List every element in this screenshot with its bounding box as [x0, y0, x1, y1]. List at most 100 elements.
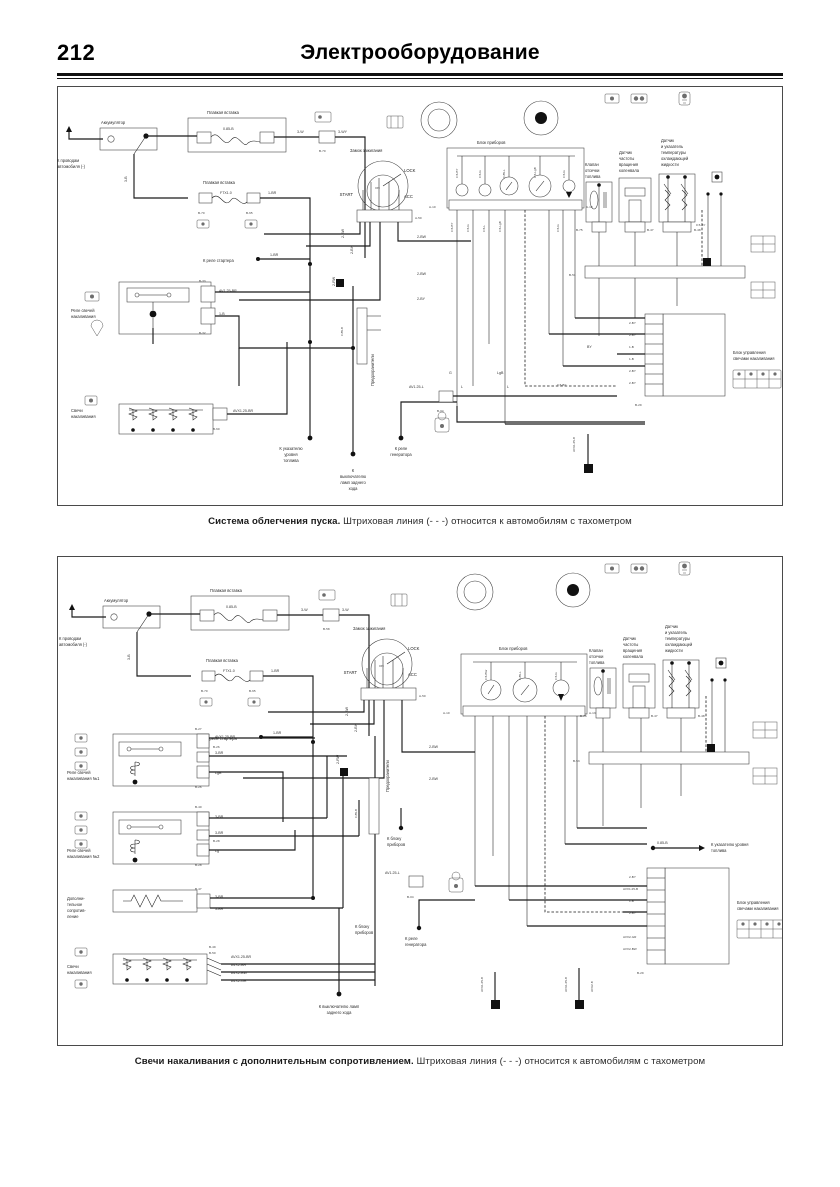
- svg-text:2-BY: 2-BY: [354, 723, 358, 732]
- switch-pos-start: START: [340, 192, 354, 197]
- svg-text:A-13: A-13: [589, 711, 596, 715]
- svg-text:AVX2-GR: AVX2-GR: [623, 935, 637, 939]
- connector-icon-group-top: [604, 91, 691, 106]
- glow-plug-relay: Реле свечей накаливания B-33 B-32 AV1.25…: [71, 279, 237, 337]
- svg-text:B-29: B-29: [637, 971, 644, 975]
- svg-text:частоты: частоты: [619, 156, 634, 161]
- svg-text:B-58: B-58: [323, 627, 330, 631]
- svg-text:2-BW: 2-BW: [417, 272, 427, 276]
- svg-text:сопротив-: сопротив-: [67, 908, 86, 913]
- svg-text:2-BW: 2-BW: [341, 228, 345, 238]
- label-to-fuel-level-gauge: топлива: [283, 458, 299, 463]
- svg-text:Датчик: Датчик: [623, 636, 636, 641]
- crank-speed-sensor: Датчик частоты вращения коленвала B-47: [618, 150, 654, 233]
- label-to-starter-relay: К реле стартера: [203, 258, 234, 263]
- control-unit-pinout-icon: [732, 369, 782, 389]
- svg-text:B-28: B-28: [195, 863, 202, 867]
- switch-pos-acc: ACC: [408, 672, 417, 677]
- svg-text:2-BY: 2-BY: [417, 297, 426, 301]
- svg-text:1-BR: 1-BR: [268, 191, 277, 195]
- svg-text:B-04: B-04: [407, 895, 414, 899]
- svg-text:B-75: B-75: [580, 714, 587, 718]
- svg-text:К указателю уровня: К указателю уровня: [711, 842, 749, 847]
- battery-symbol: [102, 605, 161, 633]
- svg-text:2-BY: 2-BY: [629, 911, 636, 915]
- label-ignition-lock: Замок зажигания: [350, 148, 382, 153]
- svg-text:охлаждающей: охлаждающей: [665, 642, 692, 647]
- ignition-lock: Замок зажигания LOCK START ACC ON A-50: [340, 115, 422, 223]
- svg-text:AVX2-BW: AVX2-BW: [231, 971, 248, 975]
- svg-text:L: L: [461, 385, 463, 389]
- svg-text:A-50: A-50: [415, 216, 422, 220]
- label-fusible-link-1: Плавкая вставка: [207, 110, 240, 115]
- svg-text:3-W: 3-W: [297, 130, 304, 134]
- header-rule-thin: [57, 78, 783, 79]
- label-fuse-box: Предохранители: [370, 354, 375, 386]
- svg-text:Блок управления: Блок управления: [733, 350, 766, 355]
- svg-text:B-65: B-65: [246, 211, 253, 215]
- svg-text:AV1.25-L: AV1.25-L: [409, 385, 424, 389]
- wiring-diagram-glow-plug-resistor: Аккумулятор К проводам автомобиля (-) Пл…: [59, 561, 783, 1015]
- svg-text:Клапан: Клапан: [589, 648, 603, 653]
- svg-text:B-33: B-33: [199, 279, 206, 283]
- svg-text:приборов: приборов: [355, 930, 373, 935]
- svg-text:3-W: 3-W: [301, 608, 308, 612]
- fuse-value-2: FTX1.0: [223, 669, 235, 673]
- svg-text:и указатель: и указатель: [665, 630, 687, 635]
- svg-text:выключателю: выключателю: [340, 474, 366, 479]
- svg-text:Датчик: Датчик: [619, 150, 632, 155]
- svg-text:0.85-B: 0.85-B: [340, 327, 344, 336]
- svg-text:отсечки: отсечки: [589, 654, 603, 659]
- ignition-lock: Замок зажигания LOCK START ACC ON A-50: [344, 593, 426, 701]
- svg-text:и указатель: и указатель: [661, 144, 683, 149]
- figure-start-assist: Аккумулятор К проводам автомобиля (-) Пл…: [57, 86, 783, 536]
- label-glow-control-unit: свечами накаливания: [733, 356, 775, 361]
- svg-text:B-70: B-70: [201, 689, 208, 693]
- svg-text:AV1.25-BR: AV1.25-BR: [219, 289, 237, 293]
- page-header: 212 Электрооборудование: [0, 40, 840, 80]
- svg-text:0.85-B: 0.85-B: [657, 841, 668, 845]
- svg-text:B-48: B-48: [694, 228, 701, 232]
- svg-text:1-B: 1-B: [219, 312, 225, 316]
- svg-text:К проводам: К проводам: [59, 636, 81, 641]
- svg-text:B-70: B-70: [319, 149, 326, 153]
- label-fuse-box: Предохранители: [385, 760, 390, 792]
- svg-text:AVX1.25-B: AVX1.25-B: [564, 977, 568, 992]
- svg-text:L: L: [507, 385, 509, 389]
- svg-text:A-50: A-50: [419, 694, 426, 698]
- svg-text:Lg: Lg: [215, 849, 219, 853]
- switch-pos-on: ON: [379, 664, 384, 668]
- connector-icon-group-top: [604, 561, 691, 576]
- svg-text:0.5-G: 0.5-G: [554, 672, 558, 680]
- svg-text:AVX2-B: AVX2-B: [590, 981, 594, 992]
- svg-text:1-BR: 1-BR: [273, 731, 282, 735]
- figure-glow-plug-resistor: Аккумулятор К проводам автомобиля (-) Пл…: [57, 556, 783, 1076]
- svg-text:2-BW: 2-BW: [429, 777, 439, 781]
- svg-text:температуры: температуры: [665, 636, 690, 641]
- label-glow-plug-relay-1: накаливания №1: [67, 776, 100, 781]
- figure-frame: [57, 86, 783, 506]
- fuel-cutoff-valve: Клапан отсечки топлива B-75: [580, 648, 617, 719]
- svg-text:Клапан: Клапан: [585, 162, 599, 167]
- svg-text:К блоку: К блоку: [387, 836, 402, 841]
- svg-text:автомобиля (-): автомобиля (-): [57, 164, 86, 169]
- svg-text:0.5-BY: 0.5-BY: [557, 383, 566, 387]
- svg-text:0.85-L: 0.85-L: [518, 671, 522, 680]
- inline-fuse-group: B-04 AV1.25-L: [385, 871, 464, 899]
- label-to-generator-relay: генератора: [390, 452, 412, 457]
- svg-text:2-BY: 2-BY: [629, 875, 636, 879]
- connector-b70: B-70: [314, 111, 336, 153]
- svg-text:B-26: B-26: [213, 745, 220, 749]
- label-glow-plug-relay-2: накаливания №2: [67, 854, 100, 859]
- svg-text:B-70: B-70: [198, 211, 205, 215]
- label-to-reverse-lamp-switch: хода: [349, 486, 359, 491]
- page-title: Электрооборудование: [300, 41, 540, 64]
- svg-text:AVX1.25-BR: AVX1.25-BR: [215, 735, 236, 739]
- svg-text:AVX1.25-BR: AVX1.25-BR: [231, 955, 252, 959]
- svg-text:B-53: B-53: [573, 759, 580, 763]
- svg-text:2-BY: 2-BY: [629, 333, 636, 337]
- svg-text:B-32: B-32: [199, 331, 206, 335]
- svg-text:Датчик: Датчик: [661, 138, 674, 143]
- svg-text:2-RW: 2-RW: [336, 754, 340, 764]
- svg-text:AVX1.25-B: AVX1.25-B: [623, 887, 638, 891]
